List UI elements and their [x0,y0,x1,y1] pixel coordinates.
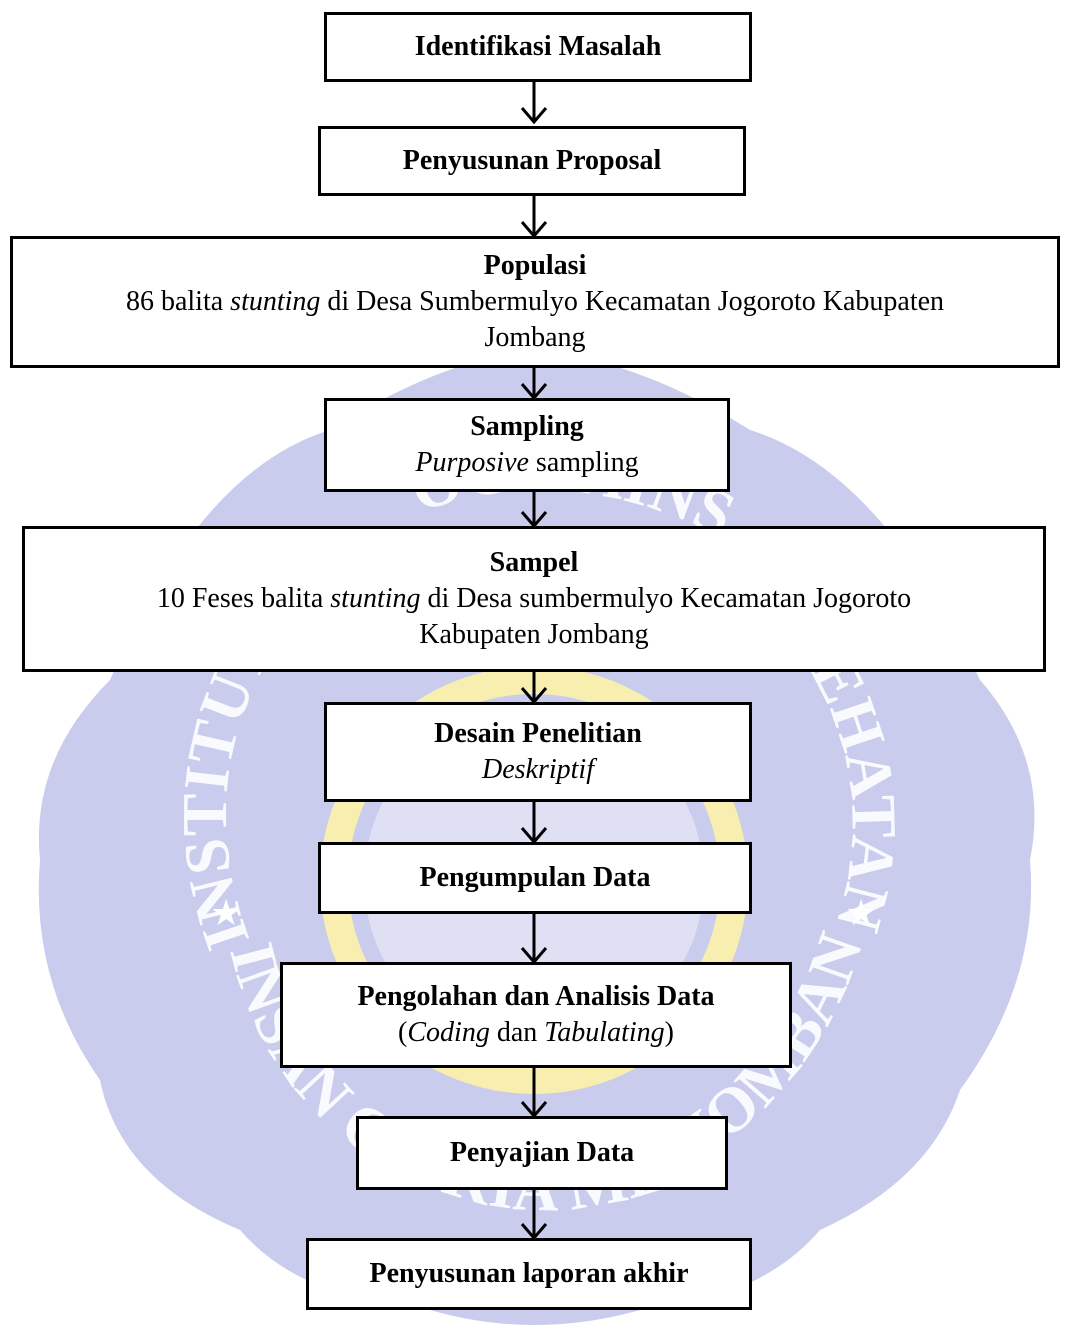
step-detail-line: 86 balita stunting di Desa Sumbermulyo K… [125,286,945,317]
step-title: Sampling [470,411,584,442]
step-identifikasi-masalah: Identifikasi Masalah [324,12,752,82]
step-title: Penyajian Data [449,1137,635,1168]
step-detail-line: Jombang [484,322,586,353]
step-detail-line: Purposive sampling [415,447,639,478]
arrow-7 [520,914,548,965]
step-title: Penyusunan Proposal [402,145,662,176]
arrow-9 [520,1190,548,1241]
arrow-1 [520,82,548,125]
step-penyusunan-proposal: Penyusunan Proposal [318,126,746,196]
step-title: Identifikasi Masalah [414,31,662,62]
step-detail-line: 10 Feses balita stunting di Desa sumberm… [156,583,912,614]
step-title: Populasi [483,250,587,281]
step-pengolahan-analisis-data: Pengolahan dan Analisis Data (Coding dan… [280,962,792,1068]
arrow-8 [520,1068,548,1119]
arrow-2 [520,196,548,239]
step-title: Desain Penelitian [434,718,642,749]
step-detail-line: (Coding dan Tabulating) [398,1017,674,1048]
step-title: Penyusunan laporan akhir [369,1258,689,1289]
step-sampling: Sampling Purposive sampling [324,398,730,492]
step-populasi: Populasi 86 balita stunting di Desa Sumb… [10,236,1060,368]
step-penyajian-data: Penyajian Data [356,1116,728,1190]
step-title: Pengolahan dan Analisis Data [357,981,715,1012]
step-title: Sampel [489,547,579,578]
step-pengumpulan-data: Pengumpulan Data [318,842,752,914]
step-penyusunan-laporan-akhir: Penyusunan laporan akhir [306,1238,752,1310]
watermark-star-right-icon: ★ [845,893,877,933]
arrow-4 [520,492,548,529]
arrow-5 [520,672,548,705]
arrow-3 [520,368,548,401]
step-detail-line: Deskriptif [482,754,594,785]
step-title: Pengumpulan Data [419,862,651,893]
arrow-6 [520,802,548,845]
watermark-star-left-icon: ★ [210,893,242,933]
step-detail-line: Kabupaten Jombang [419,619,649,650]
step-desain-penelitian: Desain Penelitian Deskriptif [324,702,752,802]
step-sampel: Sampel 10 Feses balita stunting di Desa … [22,526,1046,672]
